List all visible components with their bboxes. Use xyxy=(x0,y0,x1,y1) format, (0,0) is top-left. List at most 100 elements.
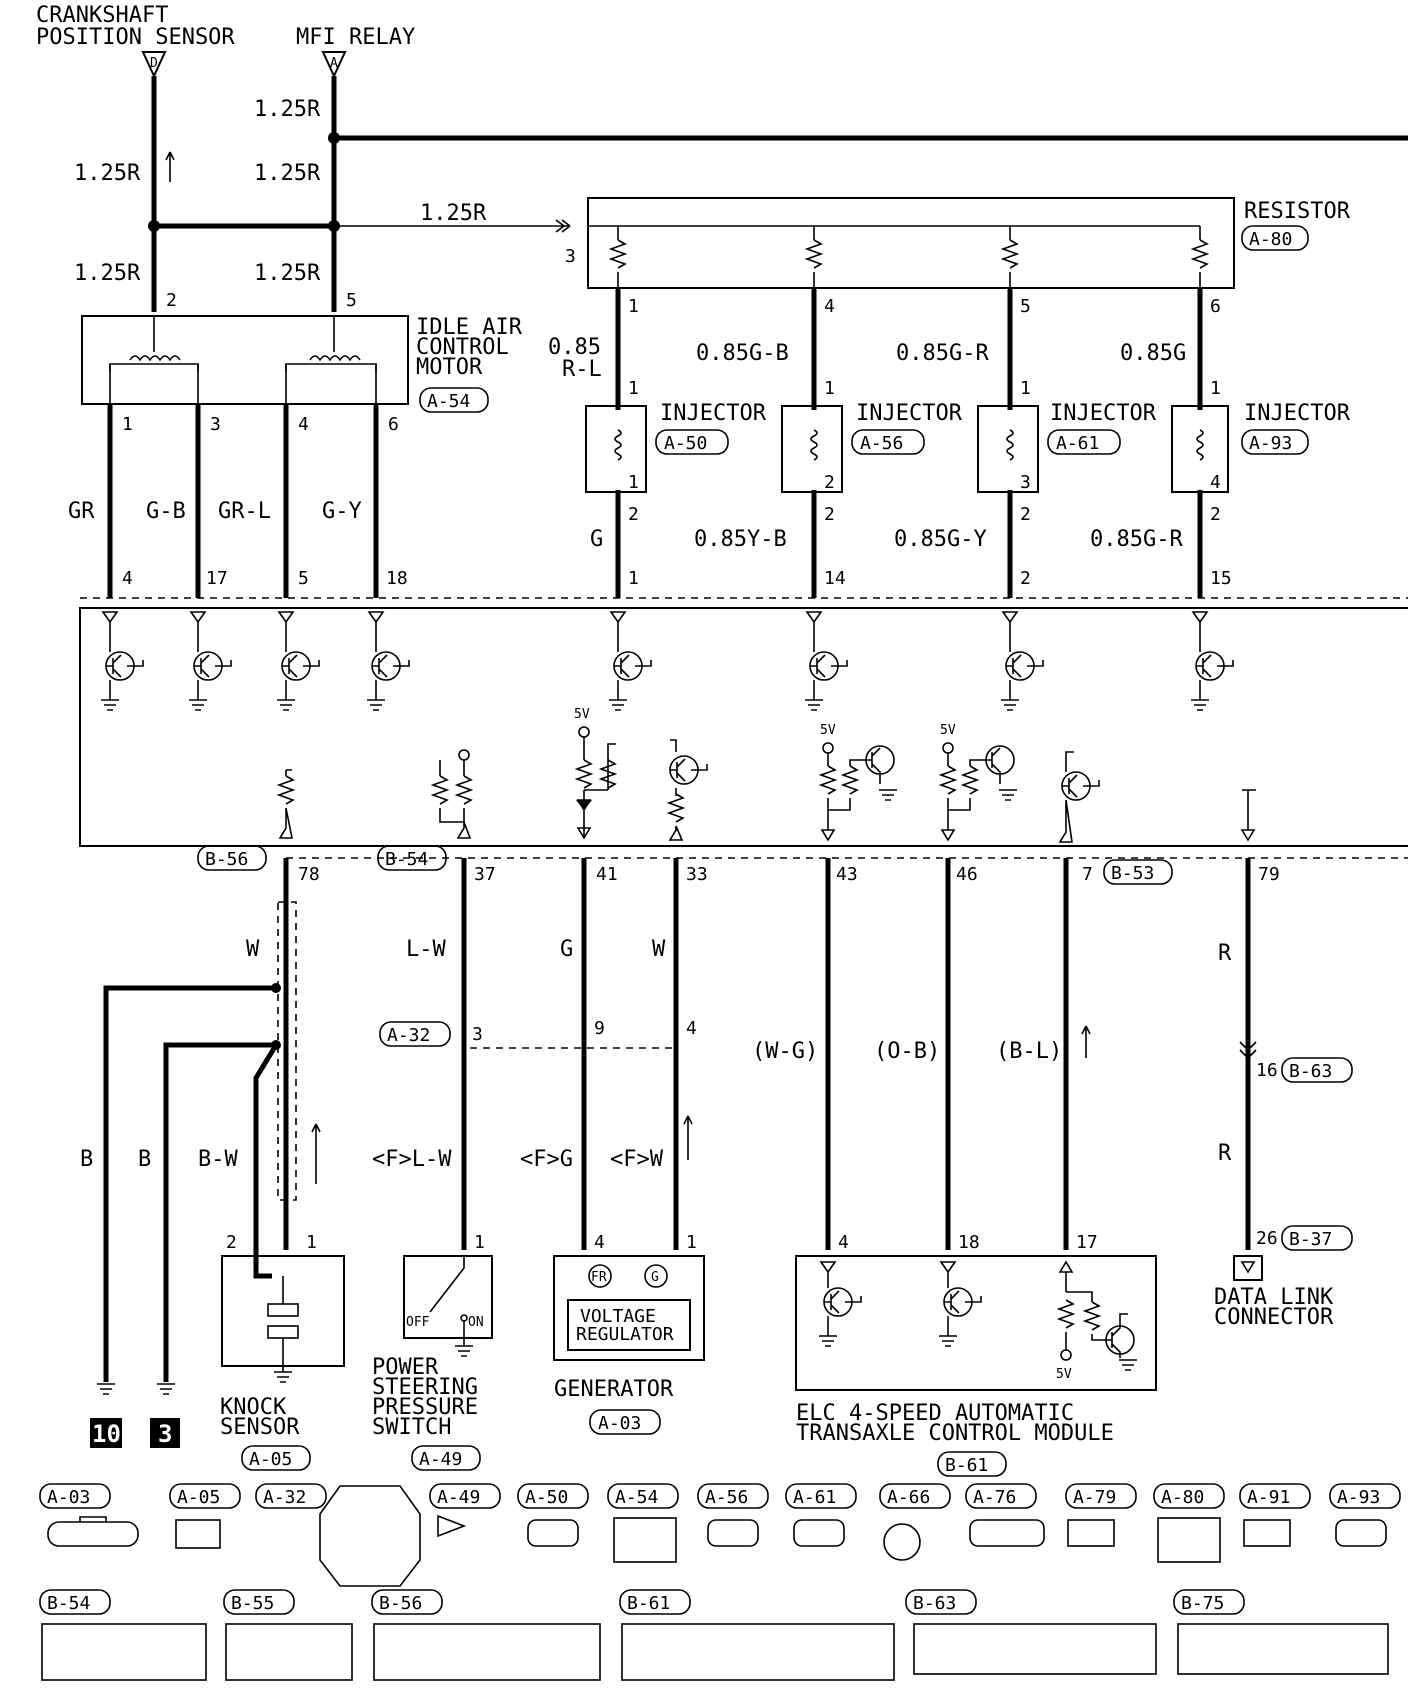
svg-text:4: 4 xyxy=(1210,472,1221,493)
svg-text:<F>W: <F>W xyxy=(610,1147,664,1172)
svg-text:B: B xyxy=(80,1147,93,1172)
ps-switch-box xyxy=(403,1255,493,1339)
svg-text:A-61: A-61 xyxy=(793,1487,836,1508)
svg-text:R: R xyxy=(1218,941,1232,966)
ground-10: 10 xyxy=(92,1420,121,1448)
resistor-pin-6: 6 xyxy=(1210,296,1221,317)
svg-text:16: 16 xyxy=(1256,1060,1278,1081)
svg-text:3: 3 xyxy=(210,414,221,435)
svg-text:79: 79 xyxy=(1258,864,1280,885)
svg-text:2: 2 xyxy=(628,504,639,525)
svg-text:A-05: A-05 xyxy=(177,1487,220,1508)
elc-module-box xyxy=(795,1255,1157,1391)
iac-label-2: CONTROL xyxy=(416,335,509,360)
ecu-driver-inj-1 xyxy=(608,611,652,711)
knock-label-1: KNOCK xyxy=(220,1395,287,1420)
wire-125r-1: 1.25R xyxy=(254,97,321,122)
svg-text:ON: ON xyxy=(468,1315,484,1330)
resistor-pin-1: 1 xyxy=(628,296,639,317)
generator-label: GENERATOR xyxy=(554,1377,674,1402)
svg-text:7: 7 xyxy=(1082,864,1093,885)
svg-text:5V: 5V xyxy=(940,723,956,738)
svg-text:A-56: A-56 xyxy=(705,1487,748,1508)
injector-2-label: INJECTOR xyxy=(856,401,963,426)
generator-code: A-03 xyxy=(598,1413,641,1434)
svg-text:1: 1 xyxy=(628,378,639,399)
resistor-box xyxy=(587,197,1235,289)
svg-text:G: G xyxy=(651,1270,659,1285)
svg-text:5V: 5V xyxy=(820,723,836,738)
ecu-knock-input xyxy=(278,769,294,839)
svg-text:18: 18 xyxy=(386,568,408,589)
svg-text:5: 5 xyxy=(298,568,309,589)
svg-text:L-W: L-W xyxy=(406,937,446,962)
ecu-driver-iac-4 xyxy=(366,611,410,711)
svg-text:3: 3 xyxy=(1020,472,1031,493)
ps-label-3: PRESSURE xyxy=(372,1395,478,1420)
svg-text:1: 1 xyxy=(628,472,639,493)
resistor-element-2 xyxy=(806,239,822,269)
svg-text:B-61: B-61 xyxy=(627,1593,670,1614)
injector-4: 0.85G 1 4 2 INJECTOR A-93 0.85G-R 15 xyxy=(1090,341,1351,589)
ecu-b54-code: B-54 xyxy=(385,849,428,870)
svg-text:B-W: B-W xyxy=(198,1147,238,1172)
svg-text:B-54: B-54 xyxy=(47,1593,90,1614)
connector-row-1: A-03 A-05 A-32 A-49 A-50 A-54 A-56 A-61 … xyxy=(39,1483,1401,1587)
ecu-box xyxy=(79,607,1408,847)
svg-text:43: 43 xyxy=(836,864,858,885)
svg-text:4: 4 xyxy=(594,1232,605,1253)
injector-1: 0.85 R-L 1 1 2 INJECTOR A-50 G 1 xyxy=(548,335,767,589)
wire-125r-5: 1.25R xyxy=(74,261,141,286)
dlc-label-1: DATA LINK xyxy=(1214,1285,1334,1310)
resistor-element-4 xyxy=(1192,239,1208,269)
svg-text:1: 1 xyxy=(122,414,133,435)
svg-text:1: 1 xyxy=(824,378,835,399)
iac-label-1: IDLE AIR xyxy=(416,315,523,340)
svg-text:<F>G: <F>G xyxy=(520,1147,573,1172)
svg-text:OFF: OFF xyxy=(406,1315,430,1330)
ground-10-badge xyxy=(90,1418,122,1448)
injector-4-wire-bot: 0.85G-R xyxy=(1090,527,1183,552)
crankshaft-label: CRANKSHAFT xyxy=(36,3,168,28)
wire-125r-2: 1.25R xyxy=(74,161,141,186)
resistor-pin-5: 5 xyxy=(1020,296,1031,317)
svg-text:2: 2 xyxy=(1020,504,1031,525)
injector-2-wire-top: 0.85G-B xyxy=(696,341,789,366)
resistor-pin-in: 3 xyxy=(565,246,576,267)
injector-1-wire-top2: R-L xyxy=(562,357,602,382)
knock-label-2: SENSOR xyxy=(220,1415,300,1440)
ps-label-2: STEERING xyxy=(372,1375,478,1400)
injector-1-label: INJECTOR xyxy=(660,401,767,426)
resistor-pin-4: 4 xyxy=(824,296,835,317)
injector-1-wire-top: 0.85 xyxy=(548,335,601,360)
resistor-code-badge xyxy=(1241,225,1309,251)
svg-text:A-54: A-54 xyxy=(615,1487,658,1508)
injector-1-wire-bot: G xyxy=(590,527,603,552)
ecu-b53-code: B-53 xyxy=(1111,863,1154,884)
svg-text:<F>L-W: <F>L-W xyxy=(372,1147,452,1172)
ecu-driver-iac-2 xyxy=(188,611,232,711)
svg-text:5V: 5V xyxy=(1056,1367,1072,1382)
injector-2-code: A-56 xyxy=(860,433,903,454)
mfi-terminal-icon xyxy=(321,51,347,79)
svg-text:(O-B): (O-B) xyxy=(874,1039,940,1064)
svg-text:A-03: A-03 xyxy=(47,1487,90,1508)
injector-4-code: A-93 xyxy=(1249,433,1292,454)
injector-2: 0.85G-B 1 2 2 INJECTOR A-56 0.85Y-B 14 xyxy=(694,341,963,589)
wire-125r-6: 1.25R xyxy=(254,261,321,286)
ecu-ps-input xyxy=(432,749,472,839)
mfi-pin: A xyxy=(330,56,338,71)
svg-text:41: 41 xyxy=(596,864,618,885)
ecu-driver-iac-1 xyxy=(100,611,144,711)
ecu-driver-iac-3 xyxy=(276,611,320,711)
svg-text:A-91: A-91 xyxy=(1247,1487,1290,1508)
resistor-element-1 xyxy=(610,239,626,269)
injector-2-wire-bot: 0.85Y-B xyxy=(694,527,787,552)
ecu-b56-code: B-56 xyxy=(205,849,248,870)
svg-text:2: 2 xyxy=(166,290,177,311)
svg-text:A-49: A-49 xyxy=(437,1487,480,1508)
svg-text:B-55: B-55 xyxy=(231,1593,274,1614)
voltage-regulator-label-2: REGULATOR xyxy=(576,1324,674,1345)
svg-text:3: 3 xyxy=(472,1024,483,1045)
